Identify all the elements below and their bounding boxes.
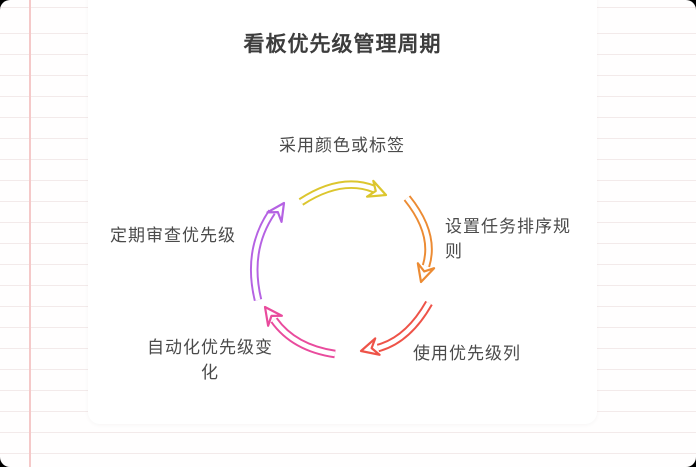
step-label-left: 定期审查优先级: [110, 226, 236, 245]
paper-margin-line: [29, 0, 31, 467]
diagram-title: 看板优先级管理周期: [243, 33, 442, 56]
step-label-bottom-left: 自动化优先级变化: [147, 338, 273, 382]
step-label-top: 采用颜色或标签: [279, 136, 405, 155]
step-label-bottom-right: 使用优先级列: [413, 344, 521, 363]
diagram-card: [88, 0, 597, 424]
step-label-right: 设置任务排序规则: [445, 217, 571, 261]
